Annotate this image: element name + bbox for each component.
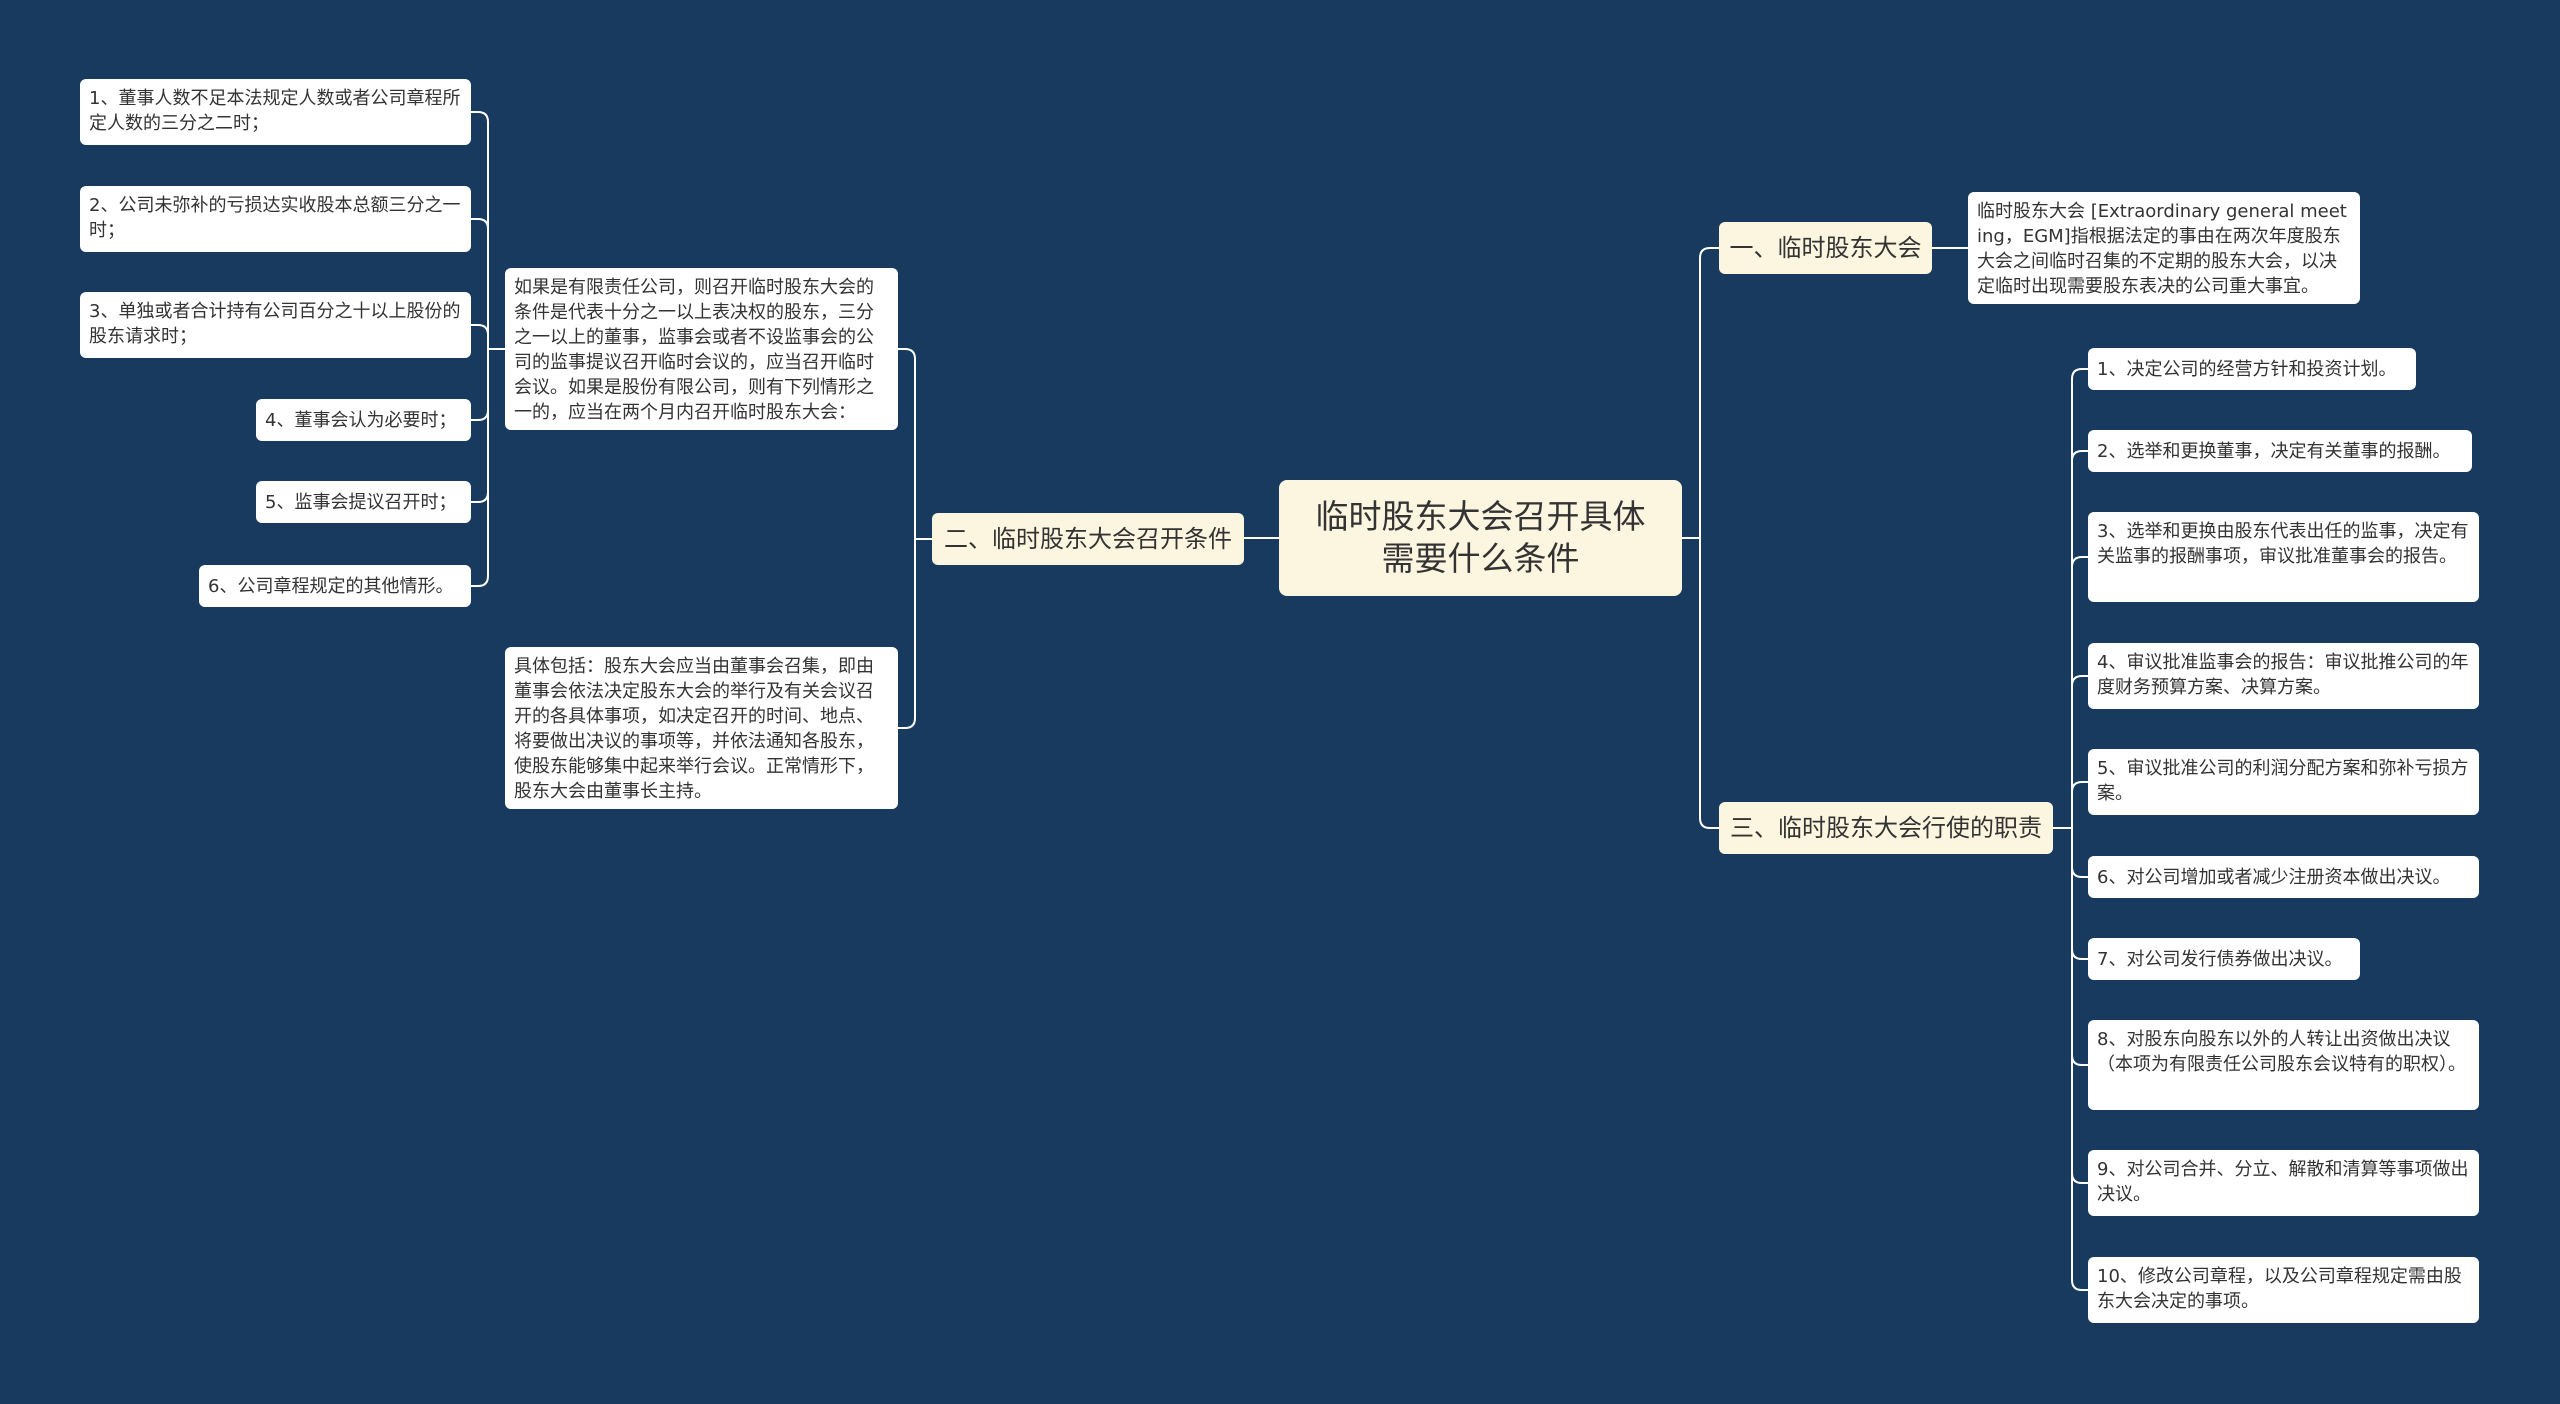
duty-item-9[interactable]: 9、对公司合并、分立、解散和清算等事项做出决议。 (2088, 1150, 2479, 1216)
root-right-link-1 (1699, 538, 1719, 829)
condition-item-1[interactable]: 1、董事人数不足本法规定人数或者公司章程所定人数的三分之二时； (80, 79, 471, 145)
duty-item-5[interactable]: 5、审议批准公司的利润分配方案和弥补亏损方案。 (2088, 749, 2479, 815)
condition-text: 6、公司章程规定的其他情形。 (208, 575, 454, 597)
duty-text: 2、选举和更换董事，决定有关董事的报酬。 (2097, 440, 2451, 462)
branch3-link-9 (2071, 828, 2088, 1291)
intro-text: 如果是有限责任公司，则召开临时股东大会的条件是代表十分之一以上表决权的股东，三分… (514, 277, 874, 423)
duty-text: 1、决定公司的经营方针和投资计划。 (2097, 358, 2397, 380)
intro-link-4 (471, 349, 489, 503)
condition-item-6[interactable]: 6、公司章程规定的其他情形。 (199, 565, 471, 607)
branch-temporary-meeting[interactable]: 一、临时股东大会 (1719, 222, 1932, 274)
branch3-link-0 (2071, 368, 2088, 828)
branch-duties[interactable]: 三、临时股东大会行使的职责 (1719, 802, 2053, 854)
duty-text: 4、审议批准监事会的报告：审议批推公司的年度财务预算方案、决算方案。 (2097, 652, 2469, 698)
branch3-link-2 (2071, 556, 2088, 828)
duty-text: 3、选举和更换由股东代表出任的监事，决定有关监事的报酬事项，审议批准董事会的报告… (2097, 521, 2469, 567)
condition-item-2[interactable]: 2、公司未弥补的亏损达实收股本总额三分之一时； (80, 186, 471, 252)
duty-item-2[interactable]: 2、选举和更换董事，决定有关董事的报酬。 (2088, 430, 2472, 472)
duty-text: 7、对公司发行债券做出决议。 (2097, 948, 2343, 970)
duty-item-6[interactable]: 6、对公司增加或者减少注册资本做出决议。 (2088, 856, 2479, 898)
branch3-link-4 (2071, 781, 2088, 828)
root-node[interactable]: 临时股东大会召开具体需要什么条件 (1279, 480, 1682, 596)
convening-detail-note[interactable]: 具体包括：股东大会应当由董事会召集，即由董事会依法决定股东大会的举行及有关会议召… (505, 647, 898, 809)
condition-text: 1、董事人数不足本法规定人数或者公司章程所定人数的三分之二时； (89, 88, 461, 134)
branch3-link-8 (2071, 828, 2088, 1184)
duty-text: 8、对股东向股东以外的人转让出资做出决议（本项为有限责任公司股东会议特有的职权）… (2097, 1029, 2466, 1075)
condition-item-4[interactable]: 4、董事会认为必要时； (256, 399, 471, 441)
definition-note[interactable]: 临时股东大会 [Extraordinary general meeting，EG… (1968, 192, 2360, 304)
intro-link-5 (471, 349, 489, 587)
duty-item-10[interactable]: 10、修改公司章程，以及公司章程规定需由股东大会决定的事项。 (2088, 1257, 2479, 1323)
duty-item-3[interactable]: 3、选举和更换由股东代表出任的监事，决定有关监事的报酬事项，审议批准董事会的报告… (2088, 512, 2479, 602)
condition-text: 3、单独或者合计持有公司百分之十以上股份的股东请求时； (89, 301, 461, 347)
intro-link-0 (471, 111, 489, 349)
duty-text: 9、对公司合并、分立、解散和清算等事项做出决议。 (2097, 1159, 2469, 1205)
branch-label: 一、临时股东大会 (1729, 234, 1922, 262)
condition-text: 2、公司未弥补的亏损达实收股本总额三分之一时； (89, 195, 461, 241)
duty-text: 6、对公司增加或者减少注册资本做出决议。 (2097, 866, 2451, 888)
detail-text: 具体包括：股东大会应当由董事会召集，即由董事会依法决定股东大会的举行及有关会议召… (514, 656, 874, 802)
branch3-link-6 (2071, 828, 2088, 960)
duty-text: 10、修改公司章程，以及公司章程规定需由股东大会决定的事项。 (2097, 1266, 2462, 1312)
duty-text: 5、审议批准公司的利润分配方案和弥补亏损方案。 (2097, 758, 2469, 804)
condition-text: 5、监事会提议召开时； (265, 491, 457, 513)
branch3-link-7 (2071, 828, 2088, 1066)
condition-text: 4、董事会认为必要时； (265, 409, 457, 431)
conditions-intro-note[interactable]: 如果是有限责任公司，则召开临时股东大会的条件是代表十分之一以上表决权的股东，三分… (505, 268, 898, 430)
intro-link-1 (471, 218, 489, 349)
intro-link-2 (471, 324, 489, 349)
branch-label: 三、临时股东大会行使的职责 (1730, 814, 2042, 842)
branch-label: 二、临时股东大会召开条件 (944, 525, 1232, 553)
root-right-link-0 (1699, 247, 1719, 538)
definition-text: 临时股东大会 [Extraordinary general meeting，EG… (1977, 201, 2347, 297)
duty-item-7[interactable]: 7、对公司发行债券做出决议。 (2088, 938, 2360, 980)
duty-item-1[interactable]: 1、决定公司的经营方针和投资计划。 (2088, 348, 2416, 390)
branch2-link-1 (898, 539, 916, 729)
condition-item-5[interactable]: 5、监事会提议召开时； (256, 481, 471, 523)
branch3-link-1 (2071, 450, 2088, 828)
intro-link-3 (471, 349, 489, 421)
root-title: 临时股东大会召开具体需要什么条件 (1315, 497, 1646, 578)
condition-item-3[interactable]: 3、单独或者合计持有公司百分之十以上股份的股东请求时； (80, 292, 471, 358)
branch3-link-3 (2071, 675, 2088, 828)
branch2-link-0 (898, 348, 916, 539)
branch3-link-5 (2071, 828, 2088, 878)
branch-convening-conditions[interactable]: 二、临时股东大会召开条件 (932, 513, 1244, 565)
duty-item-4[interactable]: 4、审议批准监事会的报告：审议批推公司的年度财务预算方案、决算方案。 (2088, 643, 2479, 709)
duty-item-8[interactable]: 8、对股东向股东以外的人转让出资做出决议（本项为有限责任公司股东会议特有的职权）… (2088, 1020, 2479, 1110)
